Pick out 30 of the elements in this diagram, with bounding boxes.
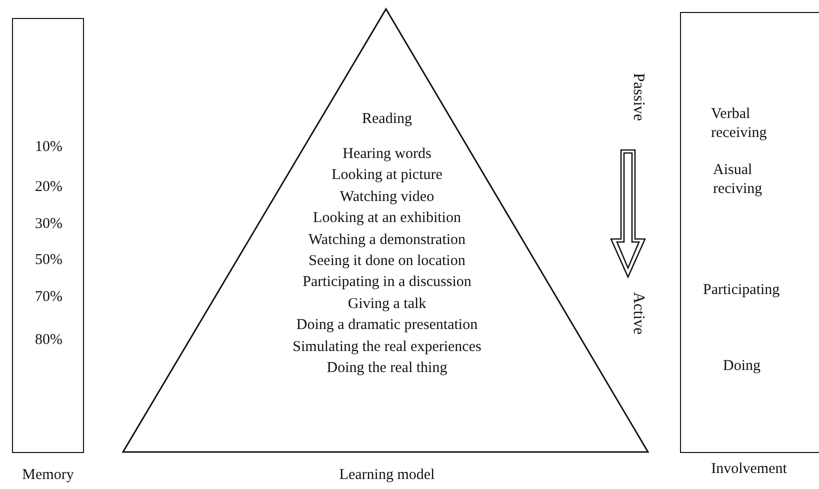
learning-activity: Seeing it done on location <box>308 252 466 271</box>
learning-activity: Watching video <box>340 188 434 207</box>
passive-label: Passive <box>629 73 647 121</box>
node-label: Memory <box>22 466 74 485</box>
memory-percentage: 10% <box>35 138 62 157</box>
memory-percentage: 50% <box>35 251 62 270</box>
active-label: Active <box>629 292 647 335</box>
involvement-level: Doing <box>723 357 760 376</box>
node-label: Involvement <box>711 460 787 479</box>
learning-activity: Reading <box>362 110 412 129</box>
learning-activity: Giving a talk <box>348 295 426 314</box>
rectangle-shape <box>12 18 84 453</box>
learning-activity: Hearing words <box>342 145 432 164</box>
learning-activity: Doing the real thing <box>326 359 448 378</box>
learning-activity: Simulating the real experiences <box>292 338 482 357</box>
learning-activity: Watching a demonstration <box>308 231 466 250</box>
memory-percentage: 20% <box>35 178 62 197</box>
involvement-level: Aisual reciving <box>713 161 764 199</box>
learning-activity: Looking at an exhibition <box>313 209 461 228</box>
memory-percentage: 30% <box>35 215 62 234</box>
involvement-level: Verbal receiving <box>711 105 768 143</box>
involvement-level: Participating <box>703 281 780 300</box>
rectangle-shape <box>680 12 819 453</box>
learning-activity: Doing a dramatic presentation <box>296 316 478 335</box>
learning-activity: Looking at picture <box>332 166 442 185</box>
memory-percentage: 80% <box>35 331 62 350</box>
triangle-shape <box>122 8 649 453</box>
node-label: Learning model <box>339 466 435 485</box>
learning-activity: Participating in a discussion <box>302 273 472 292</box>
memory-percentage: 70% <box>35 288 62 307</box>
